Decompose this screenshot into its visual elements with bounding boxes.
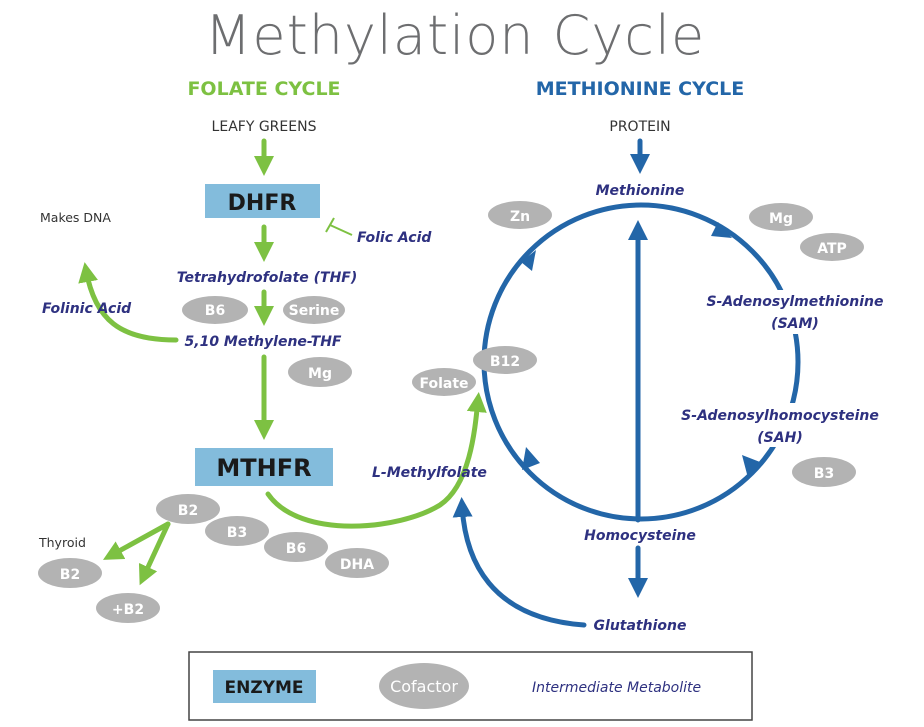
cofactor-label: B12 bbox=[490, 354, 520, 370]
legend-enzyme-label: ENZYME bbox=[224, 678, 303, 698]
thyroid-note: Thyroid bbox=[38, 535, 86, 550]
enzyme-box bbox=[205, 184, 320, 218]
cofactor-label: Folate bbox=[419, 376, 468, 392]
cofactor-b2: B2 bbox=[156, 494, 220, 524]
cofactor-label: Zn bbox=[510, 209, 530, 225]
metabolite-homocysteine: Homocysteine bbox=[584, 528, 696, 544]
makes-dna-note: Makes DNA bbox=[40, 210, 111, 225]
enzyme-label: MTHFR bbox=[216, 454, 311, 482]
cofactor-b3-folate: B3 bbox=[205, 516, 269, 546]
metabolite-sam-abbrev: (SAM) bbox=[771, 316, 819, 332]
legend-metabolite-label: Intermediate Metabolite bbox=[532, 680, 701, 696]
cofactor-label: B3 bbox=[814, 466, 834, 482]
cofactor-zn: Zn bbox=[488, 201, 552, 229]
cofactor-b12: B12 bbox=[473, 346, 537, 374]
legend-enzyme-swatch bbox=[213, 670, 316, 703]
diagram-title: Methylation Cycle bbox=[205, 4, 705, 67]
cofactor-b6: B6 bbox=[182, 296, 248, 324]
arrow-mthfr-to-l-methylfolate bbox=[265, 392, 487, 529]
cofactor-mg-folate: Mg bbox=[288, 357, 352, 387]
cofactor-label: +B2 bbox=[112, 602, 144, 618]
legend: ENZYME Cofactor Intermediate Metabolite bbox=[188, 651, 753, 721]
enzyme-label: DHFR bbox=[228, 191, 297, 216]
metabolite-l-methylfolate: L-Methylfolate bbox=[372, 465, 487, 481]
cofactor-serine: Serine bbox=[283, 296, 345, 324]
metabolite-thf: Tetrahydrofolate (THF) bbox=[177, 270, 358, 286]
cofactor-label: DHA bbox=[340, 557, 374, 573]
cofactor-label: ATP bbox=[817, 241, 847, 257]
protein-source: PROTEIN bbox=[609, 119, 670, 135]
metabolite-sah: S-Adenosylhomocysteine bbox=[681, 408, 879, 424]
cofactor-label: B2 bbox=[60, 567, 80, 583]
legend-cofactor-label: Cofactor bbox=[390, 677, 458, 696]
arrow-glutathione-to-l-methylfolate bbox=[452, 497, 587, 628]
ring-arrow-icon bbox=[711, 222, 732, 238]
cofactor-dha: DHA bbox=[325, 548, 389, 578]
arrow-to-makes-dna bbox=[78, 262, 179, 343]
folate-cycle-heading: FOLATE CYCLE bbox=[187, 78, 340, 100]
cofactor-thyroid-b2: B2 bbox=[38, 558, 102, 588]
enzyme-box bbox=[195, 448, 333, 486]
cofactor-folate: Folate bbox=[412, 368, 476, 396]
metabolite-sah-abbrev: (SAH) bbox=[757, 430, 802, 446]
metabolite-folic-acid: Folic Acid bbox=[357, 230, 432, 246]
metabolite-sam: S-Adenosylmethionine bbox=[706, 294, 883, 310]
cofactor-atp: ATP bbox=[800, 233, 864, 261]
metabolite-glutathione: Glutathione bbox=[594, 618, 687, 634]
leafy-greens-source: LEAFY GREENS bbox=[212, 119, 317, 135]
enzyme-mthfr: MTHFR bbox=[195, 448, 333, 486]
inhibition-bar-icon bbox=[325, 217, 335, 233]
metabolite-methionine: Methionine bbox=[596, 183, 685, 199]
cofactor-label: B6 bbox=[286, 541, 306, 557]
ring-arrow-icon bbox=[742, 455, 760, 478]
cofactor-label: Mg bbox=[769, 211, 793, 227]
cofactor-label: B2 bbox=[178, 503, 198, 519]
cofactor-b3-methionine: B3 bbox=[792, 457, 856, 487]
label-backdrop bbox=[672, 403, 890, 447]
arrow-b2-to-plus-b2 bbox=[138, 521, 171, 586]
cofactor-label: B6 bbox=[205, 303, 225, 319]
cofactor-label: Serine bbox=[289, 303, 340, 319]
label-backdrop bbox=[700, 290, 890, 334]
cofactor-label: Mg bbox=[308, 366, 332, 382]
enzyme-dhfr: DHFR bbox=[205, 184, 320, 218]
metabolite-folinic-acid: Folinic Acid bbox=[42, 301, 132, 317]
inhibition-line bbox=[329, 224, 353, 236]
cofactor-plus-b2: +B2 bbox=[96, 593, 160, 623]
arrow-b2-to-thyroid bbox=[102, 521, 171, 560]
ring-arrow-icon bbox=[522, 447, 540, 470]
metabolite-methylene-thf: 5,10 Methylene-THF bbox=[185, 334, 342, 350]
cofactor-label: B3 bbox=[227, 525, 247, 541]
cofactor-mg-methionine: Mg bbox=[749, 203, 813, 231]
legend-cofactor-swatch bbox=[379, 663, 469, 709]
cofactor-b6-mthfr: B6 bbox=[264, 532, 328, 562]
methionine-cycle-heading: METHIONINE CYCLE bbox=[536, 78, 745, 100]
ring-arrow-icon bbox=[521, 250, 536, 271]
